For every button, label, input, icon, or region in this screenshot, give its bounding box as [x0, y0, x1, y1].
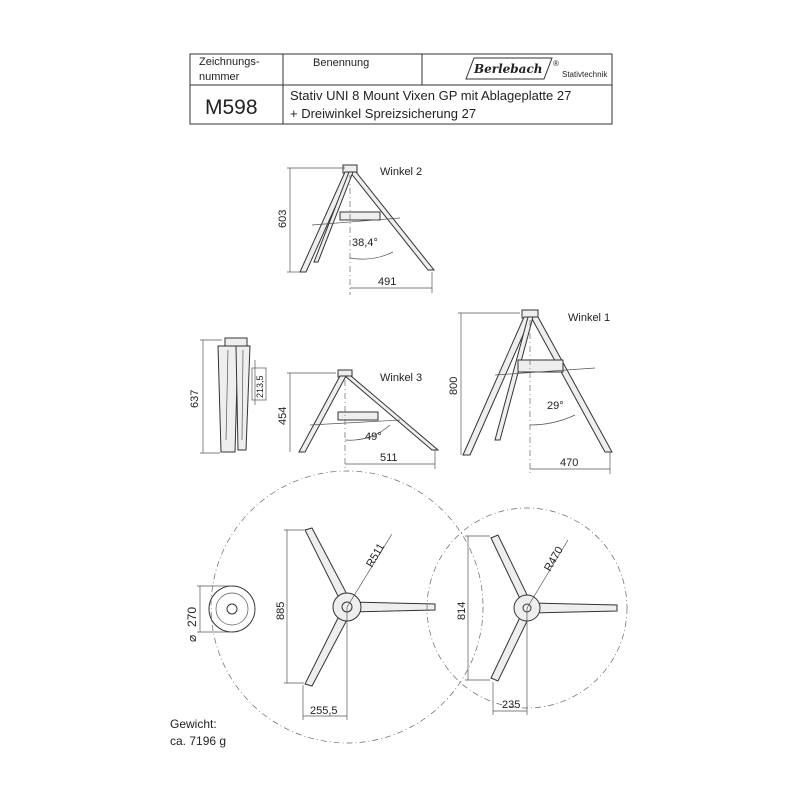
drawing-number-label: Zeichnungs-	[199, 56, 260, 68]
winkel1-angle: 29°	[547, 400, 564, 412]
winkel1-width: 470	[560, 457, 578, 469]
folded-top-diameter: 270	[185, 607, 199, 627]
view-top-470: R470 814 235	[426, 507, 628, 715]
winkel3-width: 511	[380, 452, 398, 464]
top470-offset: 235	[502, 699, 520, 711]
berlebach-logo: Berlebach ® Stativtechnik	[465, 57, 608, 80]
brand-mark: ®	[553, 59, 559, 68]
drawing-number: M598	[205, 96, 258, 119]
winkel1-height: 800	[448, 377, 460, 395]
view-folded-top: ⌀ 270	[185, 585, 256, 642]
winkel2-angle: 38,4°	[352, 237, 378, 249]
name-label: Benennung	[313, 57, 369, 69]
winkel3-height: 454	[277, 407, 289, 425]
title-block: Zeichnungs- nummer Benennung Berlebach ®…	[189, 53, 613, 125]
brand-suffix: Stativtechnik	[562, 70, 608, 79]
top470-span: 814	[456, 602, 468, 620]
diameter-symbol: ⌀	[185, 635, 199, 642]
view-winkel-2: 603 491 38,4° Winkel 2	[277, 164, 436, 295]
drawing-number-label-2: nummer	[199, 71, 240, 83]
top470-radius: R470	[542, 545, 566, 574]
weight-label: Gewicht:	[170, 717, 217, 731]
folded-detail: 213,5	[255, 375, 265, 398]
view-top-511: R511 885 255,5	[210, 470, 484, 744]
winkel2-label: Winkel 2	[380, 166, 422, 178]
top511-offset: 255,5	[310, 705, 338, 717]
drawing-name-line-2: + Dreiwinkel Spreizsicherung 27	[290, 106, 476, 121]
folded-height: 637	[189, 390, 201, 408]
brand-name: Berlebach	[473, 62, 543, 76]
winkel3-angle: 49°	[365, 431, 382, 443]
winkel1-label: Winkel 1	[568, 312, 610, 324]
view-winkel-3: 454 511 49° Winkel 3	[277, 369, 440, 470]
winkel3-label: Winkel 3	[380, 372, 422, 384]
winkel2-height: 603	[277, 210, 289, 228]
top511-span: 885	[275, 602, 287, 620]
weight-value: ca. 7196 g	[170, 734, 226, 748]
view-folded: 637 213,5	[189, 337, 267, 454]
top511-radius: R511	[364, 541, 387, 569]
winkel2-width: 491	[378, 276, 396, 288]
drawing-name-line-1: Stativ UNI 8 Mount Vixen GP mit Ablagepl…	[290, 88, 571, 103]
view-winkel-1: 800 470 29° Winkel 1	[448, 309, 613, 475]
